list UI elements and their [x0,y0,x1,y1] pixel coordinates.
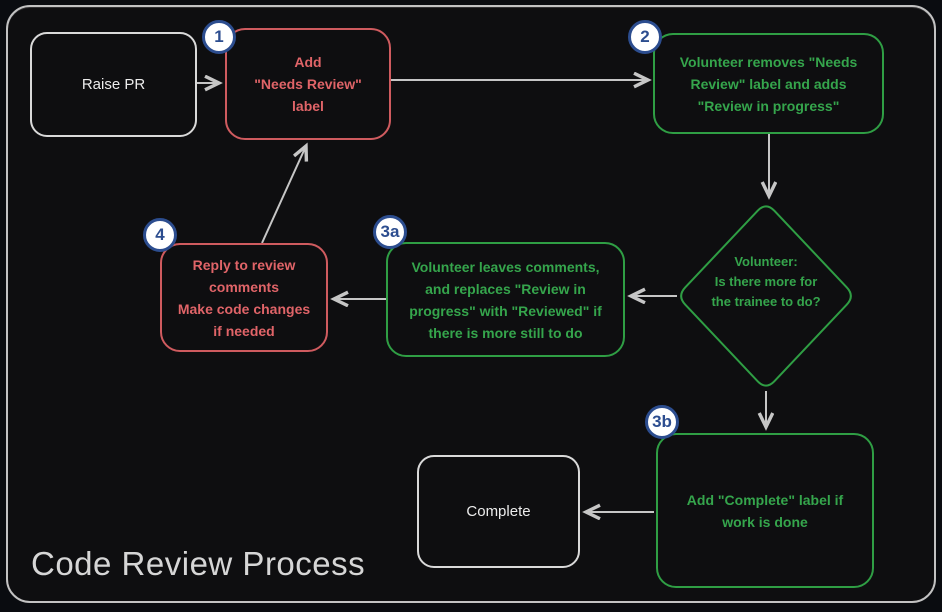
step-badge-3a: 3a [373,215,407,249]
node-volunteer-removes-label: Volunteer removes "Needs Review" label a… [653,33,884,134]
node-volunteer-leaves-comments: Volunteer leaves comments, and replaces … [386,242,625,357]
step-badge-4: 4 [143,218,177,252]
node-add-complete-label-text: Add "Complete" label if work is done [686,491,844,530]
node-complete-text: Complete [466,502,531,520]
node-reply-to-review-comments: Reply to review comments Make code chang… [160,243,328,352]
node-add-needs-review-label: Add "Needs Review" label [225,28,391,140]
decision-diamond-text: Volunteer: Is there more for the trainee… [711,254,821,309]
node-add-needs-review-text: Add "Needs Review" label [254,54,362,114]
step-badge-1: 1 [202,20,236,54]
node-volunteer-removes-text: Volunteer removes "Needs Review" label a… [679,53,858,114]
node-add-complete-label: Add "Complete" label if work is done [656,433,874,588]
node-complete: Complete [417,455,580,568]
step-badge-3b: 3b [645,405,679,439]
node-volunteer-leaves-comments-text: Volunteer leaves comments, and replaces … [409,258,602,341]
node-raise-pr-label: Raise PR [81,75,146,93]
node-reply-to-review-comments-text: Reply to review comments Make code chang… [177,256,311,339]
step-badge-2: 2 [628,20,662,54]
node-raise-pr: Raise PR [30,32,197,137]
diagram-title: Code Review Process [31,545,366,582]
